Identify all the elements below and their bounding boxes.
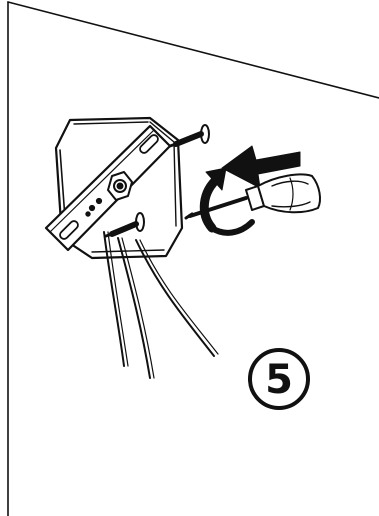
rotate-arrow-icon — [199, 167, 255, 236]
wire-3 — [135, 239, 215, 357]
wire-2-inner — [121, 237, 155, 379]
step-number-badge: 5 — [248, 348, 310, 410]
wire-1-inner — [107, 231, 129, 367]
wires — [103, 231, 219, 379]
push-arrow-icon — [221, 145, 301, 189]
wire-2 — [117, 237, 151, 379]
wire-1 — [103, 231, 125, 367]
mounting-screw-top — [168, 124, 210, 148]
center-nut — [107, 171, 133, 201]
wire-3-inner — [139, 239, 219, 355]
mounting-screw-bottom — [104, 212, 145, 238]
screwdriver-icon — [184, 173, 321, 220]
step-number: 5 — [265, 356, 293, 403]
wall-outline — [7, 1, 379, 516]
